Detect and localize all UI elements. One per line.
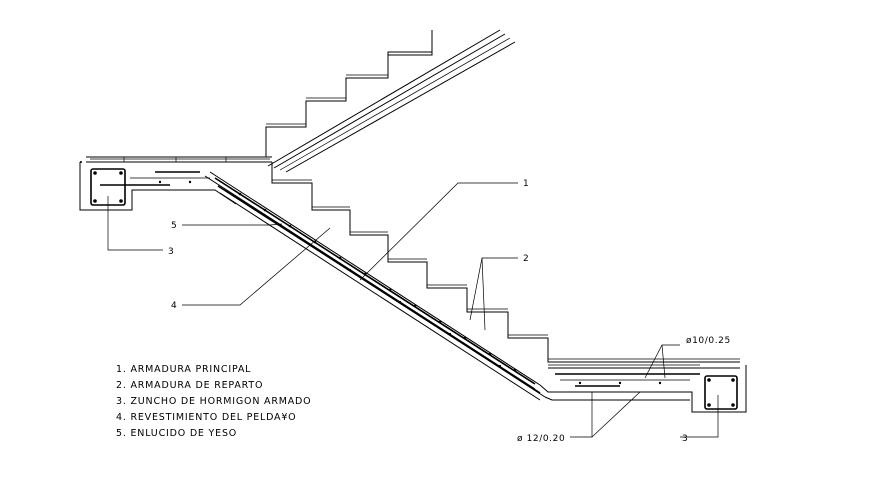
callout-5: 5 <box>171 221 177 231</box>
callout-4: 4 <box>171 301 177 311</box>
legend-item-5: 5. ENLUCIDO DE YESO <box>116 428 237 439</box>
legend-item-3: 3. ZUNCHO DE HORMIGON ARMADO <box>116 396 311 407</box>
leader-lines <box>107 182 719 438</box>
rebar-spec-bottom: ø 12/0.20 <box>517 434 565 444</box>
legend-item-4: 4. REVESTIMIENTO DEL PELDA¥O <box>116 412 296 423</box>
callout-3-left: 3 <box>168 247 174 257</box>
legend-item-2: 2. ARMADURA DE REPARTO <box>116 380 263 391</box>
rebar-spec-top: ø10/0.25 <box>686 336 731 346</box>
right-zuncho-stirrup <box>704 375 738 410</box>
callout-2: 2 <box>523 254 529 264</box>
right-landing <box>539 365 747 413</box>
callout-1: 1 <box>523 179 529 189</box>
distribution-bar-dots <box>238 192 517 372</box>
upper-flight <box>265 29 516 173</box>
legend-item-1: 1. ARMADURA PRINCIPAL <box>116 364 251 375</box>
callout-labels: 1 2 3 3 4 5 ø10/0.25 ø 12/0.20 <box>168 179 731 444</box>
main-flight <box>204 162 740 401</box>
callout-3-right: 3 <box>682 434 688 444</box>
legend: 1. ARMADURA PRINCIPAL 2. ARMADURA DE REP… <box>116 364 311 439</box>
